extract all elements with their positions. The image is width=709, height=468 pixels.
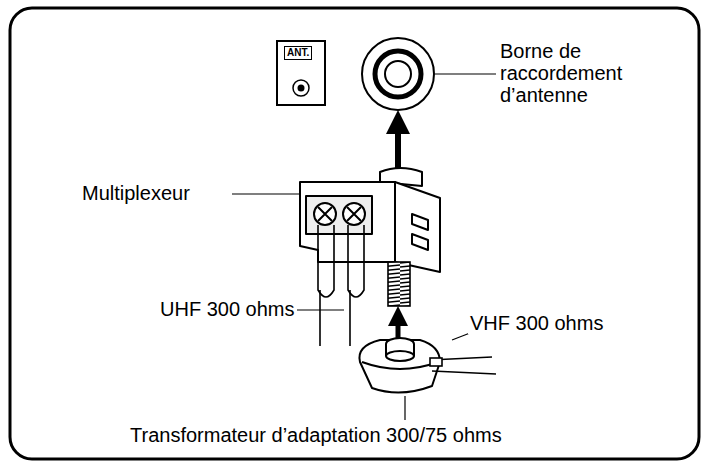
leader-line [435, 73, 496, 74]
vhf-wire [430, 357, 496, 374]
panel-box: ANT. [276, 40, 326, 106]
part-label: UHF 300 ohms [158, 298, 297, 320]
multiplexer [300, 168, 440, 272]
part-label: VHF 300 ohms [468, 312, 605, 334]
frame [10, 8, 699, 459]
leader-line [452, 333, 470, 340]
transformer [359, 338, 440, 393]
arrow [395, 122, 401, 170]
part-label: Transformateur d’adaptation 300/75 ohms [128, 424, 504, 446]
panel-label: ANT. [284, 46, 312, 60]
leader-line [232, 193, 300, 194]
jack-symbol [293, 80, 309, 96]
part-label: Multiplexeur [80, 182, 192, 204]
part-label: Borne de raccordement d’antenne [498, 40, 672, 106]
antenna-terminal [362, 38, 434, 110]
leader-line [404, 396, 405, 420]
uhf-wire [318, 225, 364, 346]
jack-pin [298, 85, 305, 92]
threaded-connector [388, 262, 410, 306]
